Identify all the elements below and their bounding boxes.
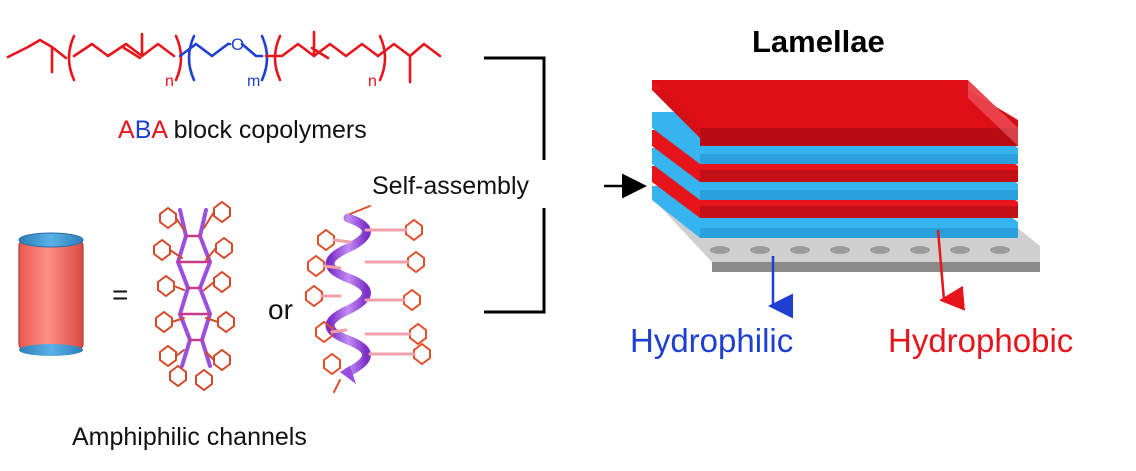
cylinder-icon [18, 232, 84, 356]
hydrophobic-top-side [968, 80, 1018, 146]
hydrophobic-arrow [936, 229, 965, 311]
hydrophobic-top [652, 80, 1018, 128]
caption-b: B [135, 116, 152, 144]
equals-sign: = [112, 279, 128, 310]
hydrophilic-layer-3-front [700, 154, 1018, 164]
hydrophobic-layer-2-front [700, 170, 1018, 182]
base-pores [710, 246, 1010, 254]
hydrophilic-layer-2-front [700, 190, 1018, 200]
base-plate-front [712, 262, 1040, 272]
channel-molecule-2 [305, 205, 431, 393]
oxygen-label: O [231, 35, 244, 54]
self-assembly-label: Self-assembly [372, 172, 529, 200]
n-left-label: n [165, 73, 174, 90]
n-right-label: n [368, 73, 377, 90]
hydrophobic-layer-1-front [700, 206, 1018, 218]
b-block-peo [178, 34, 269, 82]
hydrophobic-label: Hydrophobic [888, 322, 1073, 359]
caption-rest: block copolymers [167, 116, 367, 144]
assembly-bracket [484, 56, 546, 314]
copolymer-caption: ABA block copolymers [118, 116, 367, 144]
lamellae-title: Lamellae [752, 24, 885, 59]
channels-caption: Amphiphilic channels [72, 423, 307, 451]
caption-a2: A [151, 116, 168, 144]
hydrophilic-layer-1-front [700, 228, 1018, 238]
m-mid-label: m [247, 73, 260, 90]
channel-molecule-1 [153, 200, 235, 392]
a-block-right [264, 30, 442, 84]
or-label: or [268, 294, 293, 325]
caption-a1: A [118, 116, 135, 144]
aba-copolymer-structure: n O m n [6, 30, 442, 90]
hydrophobic-top-front [700, 128, 1018, 146]
a-block-left [6, 32, 183, 82]
lamellae-stack [652, 80, 1040, 272]
hydrophilic-label: Hydrophilic [630, 322, 793, 359]
